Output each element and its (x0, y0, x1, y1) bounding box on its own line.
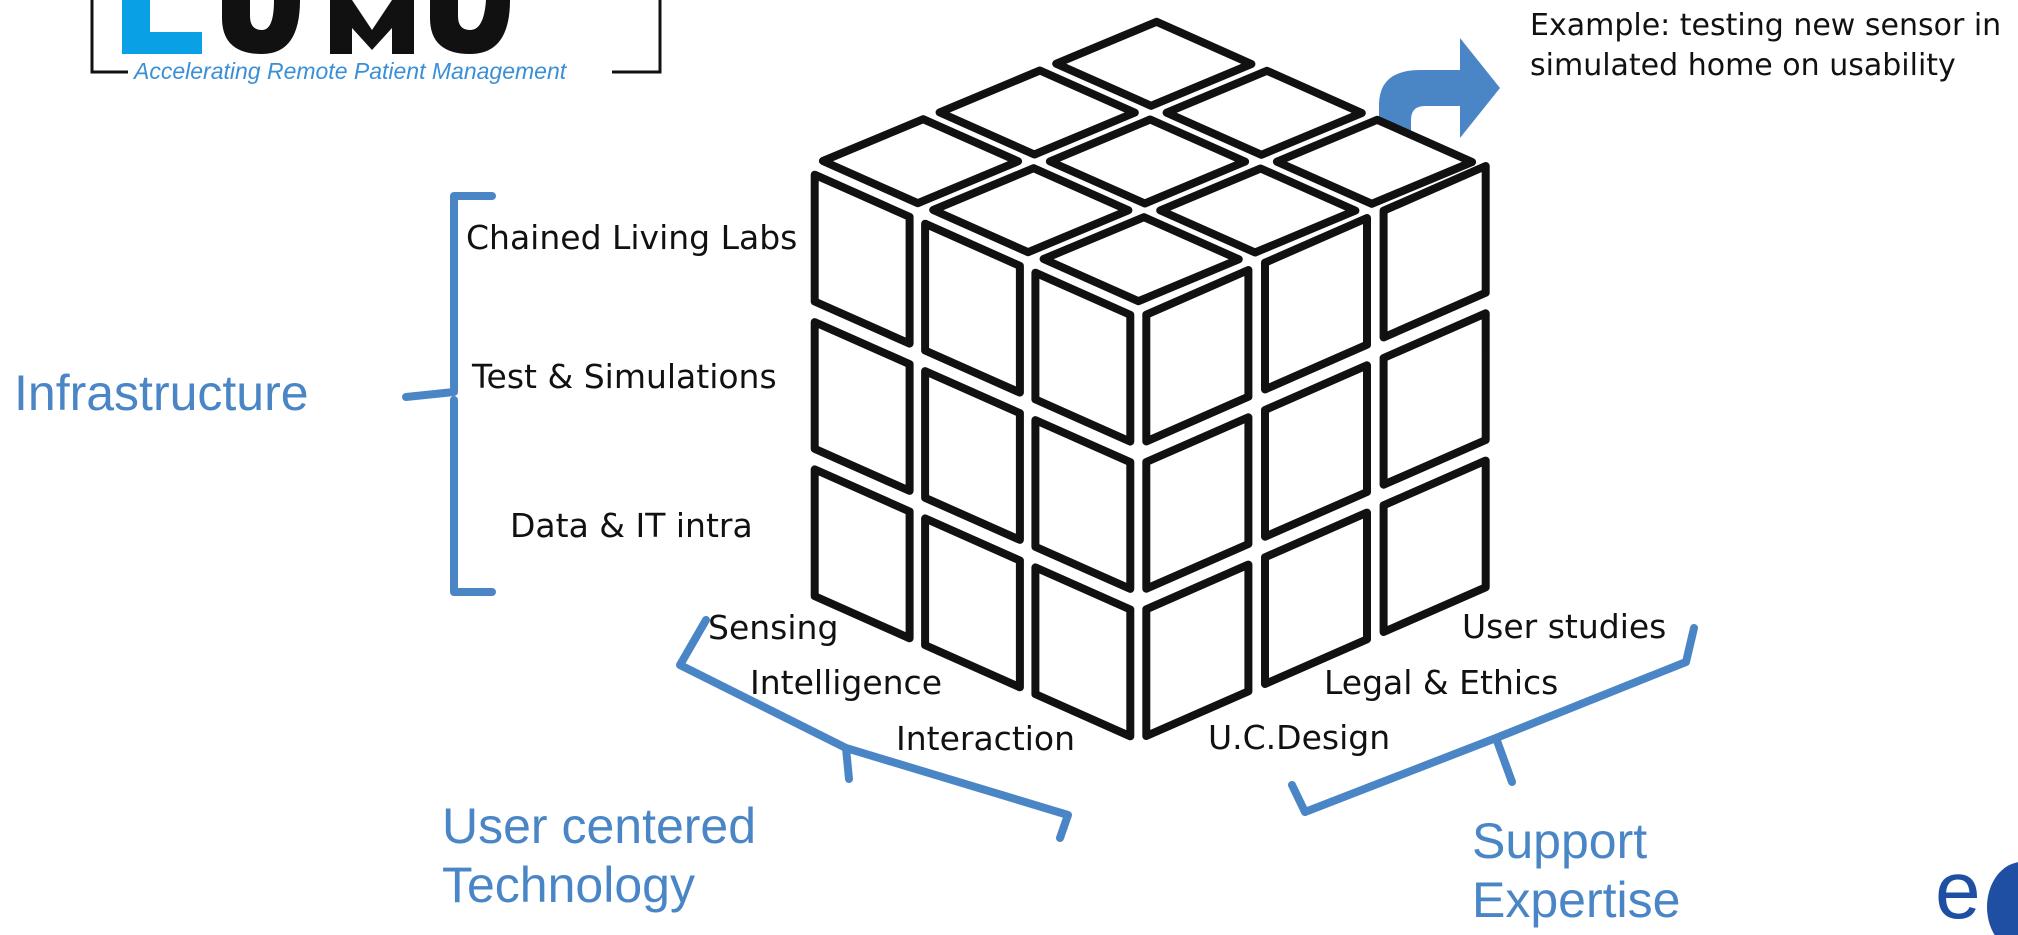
cube-left-sticker (810, 318, 914, 495)
corner-logo-circle (1987, 862, 2018, 935)
cube-left-sticker (921, 367, 1024, 544)
cube-left-sticker (921, 219, 1024, 397)
cube-right-sticker (1142, 266, 1253, 446)
support-expertise-label: Support Expertise (1472, 812, 1680, 930)
cube-top-sticker (1039, 213, 1243, 306)
cube-left-sticker (921, 514, 1024, 692)
rubiks-cube-icon (810, 17, 1490, 741)
cube-top-sticker (929, 164, 1133, 257)
row-label-chained-living-labs: Chained Living Labs (466, 218, 798, 257)
cube-top-sticker (1052, 17, 1256, 110)
example-line-2: simulated home on usability (1530, 47, 1956, 83)
cube-top-sticker (935, 66, 1139, 159)
cube-right-sticker (1261, 214, 1371, 394)
column-label-intelligence: Intelligence (750, 663, 943, 702)
column-label-legal-ethics: Legal & Ethics (1324, 663, 1559, 702)
cube-right-sticker (1379, 456, 1490, 636)
cube-left-sticker (1031, 416, 1135, 593)
cube-top-sticker (1272, 115, 1477, 208)
user-centered-line-1: User centered (442, 798, 757, 854)
corner-logo-letter: e (1935, 858, 1981, 935)
lcmc-logo (90, 0, 662, 74)
cube-left-sticker (1031, 563, 1135, 741)
cube-right-sticker (1142, 560, 1253, 740)
cube-top-sticker (818, 115, 1023, 208)
cube-right-sticker (1261, 508, 1371, 688)
cube-left-sticker (810, 170, 914, 348)
logo-lettering (122, 0, 510, 54)
corner-logo: e (1935, 858, 2018, 935)
example-text: Example: testing new sensor in simulated… (1530, 6, 2001, 86)
user-centered-brace (676, 616, 1072, 842)
logo-left-bracket (90, 0, 128, 74)
cube-right-sticker (1261, 361, 1371, 541)
cube-left-sticker (1031, 268, 1135, 446)
cube-top-sticker (1162, 66, 1366, 159)
logo-tagline: Accelerating Remote Patient Management (134, 58, 567, 84)
user-centered-line-2: Technology (442, 857, 695, 913)
infrastructure-brace (402, 192, 496, 596)
support-line-1: Support (1472, 813, 1648, 869)
column-label-user-studies: User studies (1462, 607, 1667, 646)
cube-right-sticker (1379, 162, 1490, 342)
logo-right-bracket (612, 0, 662, 74)
brace-group (402, 192, 1698, 842)
infrastructure-label: Infrastructure (14, 365, 309, 421)
support-line-2: Expertise (1472, 872, 1681, 928)
row-label-data-it-intra: Data & IT intra (510, 506, 753, 545)
column-label-interaction: Interaction (896, 719, 1076, 758)
cube-top-sticker (1156, 164, 1360, 257)
column-label-uc-design: U.C.Design (1208, 718, 1391, 757)
column-label-sensing: Sensing (708, 608, 839, 647)
cube-top-sticker (1045, 115, 1250, 208)
support-brace (1288, 624, 1698, 816)
user-centered-technology-label: User centered Technology (442, 797, 756, 915)
cube-right-sticker (1379, 309, 1490, 489)
row-label-test-simulations: Test & Simulations (472, 357, 777, 396)
example-line-1: Example: testing new sensor in (1530, 8, 2002, 43)
cube-right-sticker (1142, 413, 1253, 593)
cube-left-sticker (810, 465, 914, 643)
